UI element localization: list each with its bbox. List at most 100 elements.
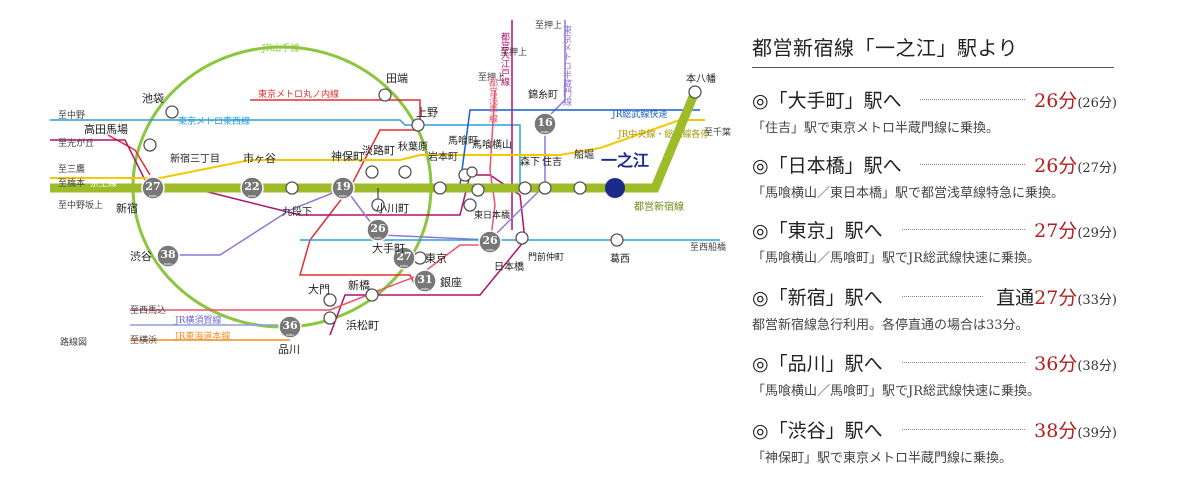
legend-label: 路線図 [60,336,87,348]
svg-text:min: min [421,286,429,291]
station-shimbashi [365,288,379,302]
station-hamamatsucho [323,311,337,325]
label-iwamotocho: 岩本町 [428,150,458,163]
station-akihabara [398,165,412,179]
dir-yokohama: 至横浜 [130,334,157,346]
svg-text:min: min [286,332,294,337]
station-kudanshita [285,181,299,195]
svg-text:38: 38 [160,248,176,261]
station-iwamotocho [433,181,447,195]
tozai-line-label: 東京メトロ東西線 [178,115,250,127]
svg-text:min: min [248,193,256,198]
route-leader [902,296,983,297]
label-kasai: 葛西 [610,252,630,265]
station-sumiyoshi [538,181,552,195]
yamanote-line-label: JR山手線 [261,42,299,54]
svg-text:26: 26 [482,234,498,247]
route-note: 「馬喰横山／東日本橋」駅で都営浅草線特急に乗換。 [752,186,1065,201]
tokaido-line-label: JR東海道本線 [174,330,230,342]
asakusa-line-label: 都営浅草線 [487,78,498,123]
dir-kogaya: 至光が丘 [58,137,94,149]
station-morishita [518,181,532,195]
label-nihombashi: 日本橋 [494,260,524,273]
shinjuku-line-label: 都営新宿線 [634,200,684,213]
yokosuka-line-label: JR横須賀線 [174,314,221,326]
route-leader [920,164,1025,165]
station-ikebukuro [165,105,179,119]
svg-text:22: 22 [244,180,259,193]
label-shinagawa: 品川 [278,343,300,356]
route-otemachi: ◎「大手町」駅へ 26分(26分) 「住吉」駅で東京メトロ半蔵門線に乗換。 [752,86,1117,136]
route-leader [920,99,1025,100]
heading-divider [752,67,1114,68]
route-tokyo: ◎「東京」駅へ 27分(29分) 「馬喰横山／馬喰町」駅でJR総武線快速に乗換。 [752,216,1117,266]
label-bakuroyokoyama: 馬喰横山 [472,138,512,151]
route-note: 「住吉」駅で東京メトロ半蔵門線に乗換。 [752,121,1000,136]
route-time: 27分(29分) [1034,220,1117,242]
route-nihombashi: ◎「日本橋」駅へ 26分(27分) 「馬喰横山／東日本橋」駅で都営浅草線特急に乗… [752,151,1117,201]
label-shimbashi: 新橋 [348,278,370,292]
sobu-rapid-line-label: JR総武線快速 [611,108,667,120]
station-markers [143,85,702,325]
route-leader [902,362,1025,363]
dir-oshiage-minami: 至押上 [500,46,527,58]
station-takadanobaba [143,138,157,152]
access-panel: 都営新宿線「一之江」駅より ◎「大手町」駅へ 26分(26分) 「住吉」駅で東京… [752,0,1120,504]
oedo-line-label: 都営大江戸線 [499,32,510,86]
chuo-sobu-line [50,119,705,179]
route-dest: ◎「東京」駅へ [752,220,883,242]
hanzomon-line-label: 東京メトロ半蔵門線 [561,24,572,106]
station-ueno [411,118,425,132]
label-awajicho: 淡路町 [362,144,395,157]
station-nihombashi-small [466,166,478,178]
label-morishita: 森下 [520,155,540,168]
label-otemachi: 大手町 [372,241,405,255]
svg-text:min: min [400,263,408,268]
dir-nishimagome: 至西馬込 [130,305,166,316]
label-ogawamachi: 小川町 [376,202,409,215]
route-time: 26分(26分) [1034,90,1117,112]
label-shibuya: 渋谷 [130,250,152,263]
svg-text:min: min [339,193,347,198]
label-takadanobaba: 高田馬場 [84,122,128,136]
label-akihabara: 秋葉原 [398,140,428,153]
route-dest: ◎「品川」駅へ [752,353,883,375]
dir-nakano: 至中野 [58,109,85,121]
label-bakurocho: 馬喰町 [448,134,478,147]
route-shinagawa: ◎「品川」駅へ 36分(38分) 「馬喰横山／馬喰町」駅でJR総武線快速に乗換。 [752,349,1117,399]
dir-chiba: 至千葉 [704,126,731,138]
svg-text:min: min [164,261,172,266]
label-kudanshita: 九段下 [282,205,312,218]
label-kinshicho: 錦糸町 [528,88,558,101]
label-ikebukuro: 池袋 [142,91,164,105]
label-ginza: 銀座 [440,275,462,289]
station-tabata [378,88,392,102]
label-higashi-nihombashi: 東日本橋 [474,209,510,221]
marunouchi-line-2 [107,134,151,176]
label-monzen-nakacho: 門前仲町 [528,251,564,263]
marunouchi-line-label: 東京メトロ丸ノ内線 [258,88,339,100]
station-higashi-nihombashi [463,198,477,212]
station-daimon [323,293,337,307]
route-shinjuku: ◎「新宿」駅へ 直通27分(33分) 都営新宿線急行利用。各停直通の場合は33分… [752,283,1117,333]
svg-text:27: 27 [145,180,160,193]
label-hamamatsucho: 浜松町 [346,318,379,332]
svg-text:26: 26 [370,222,386,235]
svg-text:min: min [486,247,494,252]
chuo-sobu-line-label-1: JR中央線・総武線各停 [617,128,709,140]
label-ueno: 上野 [416,106,438,119]
route-dest: ◎「大手町」駅へ [752,90,902,112]
dir-mitaka: 至三鷹 [58,163,85,175]
route-time: 36分(38分) [1034,353,1117,375]
station-kasai [610,233,624,247]
tozai-line [50,119,521,185]
svg-text:36: 36 [282,319,298,332]
route-dest: ◎「渋谷」駅へ [752,420,883,442]
